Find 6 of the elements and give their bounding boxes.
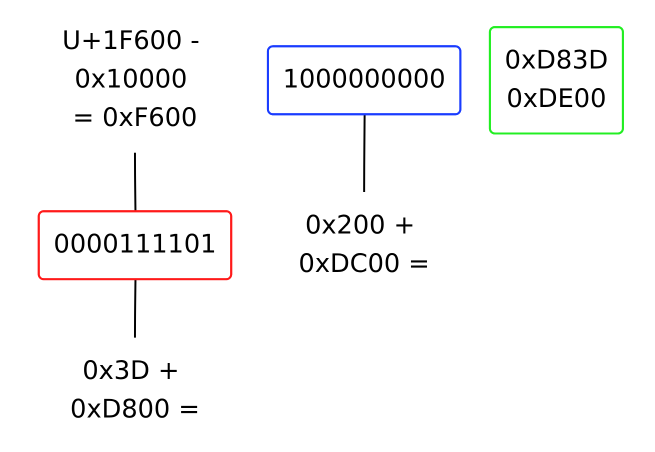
connector <box>363 114 366 192</box>
node-text: U+1F600 - 0x10000 = 0xF600 <box>62 26 200 133</box>
node-text: 0x200 + 0xDC00 = <box>298 210 430 279</box>
connector <box>134 280 137 338</box>
node-text: 0x3D + 0xD800 = <box>70 356 200 424</box>
connector <box>134 152 137 212</box>
